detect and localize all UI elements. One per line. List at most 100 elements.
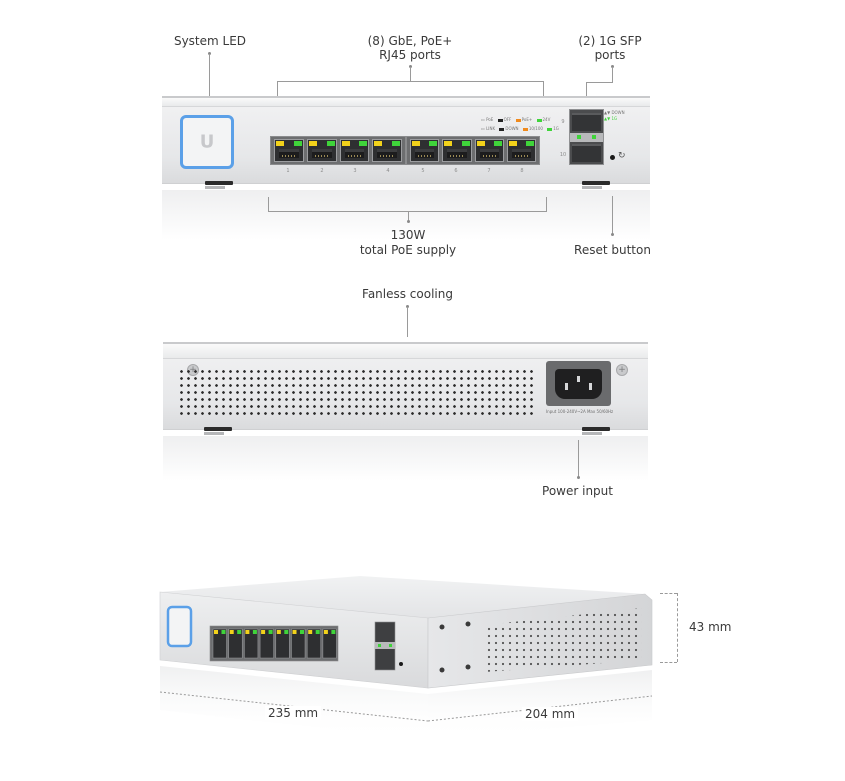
callout-sfp-line1: (2) 1G SFP [578, 34, 642, 48]
rj45-port-1[interactable] [274, 139, 304, 162]
port-icon: ▭ [481, 126, 485, 131]
iso-reflection [428, 670, 652, 740]
reset-icon: ↻ [618, 151, 626, 161]
callout-pointer [577, 476, 580, 479]
rj45-port-3[interactable] [244, 628, 259, 659]
rj45-port-4[interactable] [259, 628, 274, 659]
sfp-legend-row1: ▲▼ DOWN [604, 110, 625, 116]
width-dim-line [159, 691, 429, 722]
poe-led [308, 141, 317, 146]
inlet-pin [565, 383, 568, 390]
callout-pointer [611, 65, 614, 68]
legend-swatch [499, 127, 505, 131]
power-rating-text: Input 100-240V~2A Max 50/60Hz [546, 409, 614, 414]
bracket-sfp-left [586, 82, 587, 96]
poe-led [276, 630, 281, 634]
rj45-port-8[interactable] [322, 628, 337, 659]
jack-opening [447, 149, 467, 158]
link-led [293, 141, 302, 146]
side-screw [465, 664, 471, 670]
poe-led [308, 630, 313, 634]
link-led [429, 141, 438, 146]
sfp-led-band [570, 133, 603, 142]
jack-pins [514, 155, 528, 157]
rubber-foot [582, 427, 610, 431]
link-led [284, 630, 289, 634]
rj45-port-7[interactable] [306, 628, 321, 659]
poe-led [508, 141, 517, 146]
callout-leader-line [209, 54, 210, 96]
link-led [392, 141, 400, 146]
bracket-rj45-right [543, 81, 544, 96]
link-led [359, 141, 368, 146]
jack-pins [482, 155, 496, 157]
jack-pins [418, 155, 432, 157]
sfp-port-10[interactable] [572, 144, 601, 162]
bracket-poe-left [268, 197, 269, 211]
poe-led [444, 141, 453, 146]
poe-led [245, 630, 250, 634]
rj45-port-1[interactable] [212, 628, 227, 659]
legend-swatch [547, 127, 553, 131]
rj45-port-4[interactable] [372, 139, 402, 162]
height-dim-bottom [660, 662, 677, 663]
jack-opening [479, 149, 499, 158]
rj45-port-group-1-4 [270, 136, 406, 165]
jack-opening [279, 149, 299, 158]
height-dim-line [677, 593, 678, 662]
port-number: 8 [520, 168, 524, 174]
rj45-port-3[interactable] [339, 139, 370, 162]
rj45-port-2[interactable] [228, 628, 243, 659]
sfp-led-10 [592, 135, 596, 139]
jack-opening [511, 149, 531, 158]
bracket-rj45-horizontal [277, 81, 544, 82]
back-reflection [163, 436, 648, 481]
iec-c14-power-inlet[interactable] [555, 369, 602, 399]
sfp-legend-row2: ▲▼ 1G [604, 116, 617, 122]
side-screw [465, 621, 471, 627]
foot-shadow [582, 432, 602, 435]
sfp-port-9[interactable] [572, 113, 601, 131]
poe-led [476, 141, 485, 146]
rj45-port-6[interactable] [442, 139, 472, 162]
rj45-port-2[interactable] [306, 139, 337, 162]
callout-pointer [406, 305, 409, 308]
reset-button[interactable] [399, 662, 403, 666]
legend-swatch [522, 127, 528, 131]
port-icon: ▭ [481, 117, 485, 122]
sfp-port-number: 9 [561, 119, 565, 125]
callout-poe-line2: total PoE supply [359, 243, 457, 257]
link-led [326, 141, 335, 146]
link-led [221, 630, 226, 634]
callout-pointer [208, 52, 211, 55]
front-reflection [162, 190, 650, 240]
rj45-port-6[interactable] [291, 628, 306, 659]
poe-led [276, 141, 284, 146]
link-led [268, 630, 273, 634]
screw-icon: + [616, 364, 628, 376]
legend-item: DOWN [505, 126, 519, 131]
rj45-port-5[interactable] [275, 628, 290, 659]
foot-shadow [205, 186, 225, 189]
foot-shadow [204, 432, 224, 435]
system-led [166, 605, 193, 648]
reset-button[interactable] [610, 155, 615, 160]
ventilation-holes [178, 368, 534, 416]
callout-power-input: Power input [542, 484, 613, 498]
rj45-port-7[interactable] [474, 139, 504, 162]
callout-rj45-line1: (8) GbE, PoE+ [367, 34, 453, 48]
sfp-cage [569, 109, 604, 165]
poe-led [341, 141, 350, 146]
inlet-pin [577, 376, 580, 382]
legend-item: PoE+ [521, 117, 533, 122]
rj45-port-8[interactable] [506, 139, 536, 162]
jack-pins [347, 155, 362, 157]
rubber-foot [582, 181, 610, 185]
legend-item: 1G [553, 126, 559, 131]
triangle-icon: ▲▼ [604, 110, 611, 115]
inlet-pin [589, 383, 592, 390]
rj45-port-5[interactable] [410, 139, 440, 162]
poe-led [374, 141, 383, 146]
legend-item: 10/100 [528, 126, 543, 131]
legend-item: DOWN [611, 110, 625, 115]
